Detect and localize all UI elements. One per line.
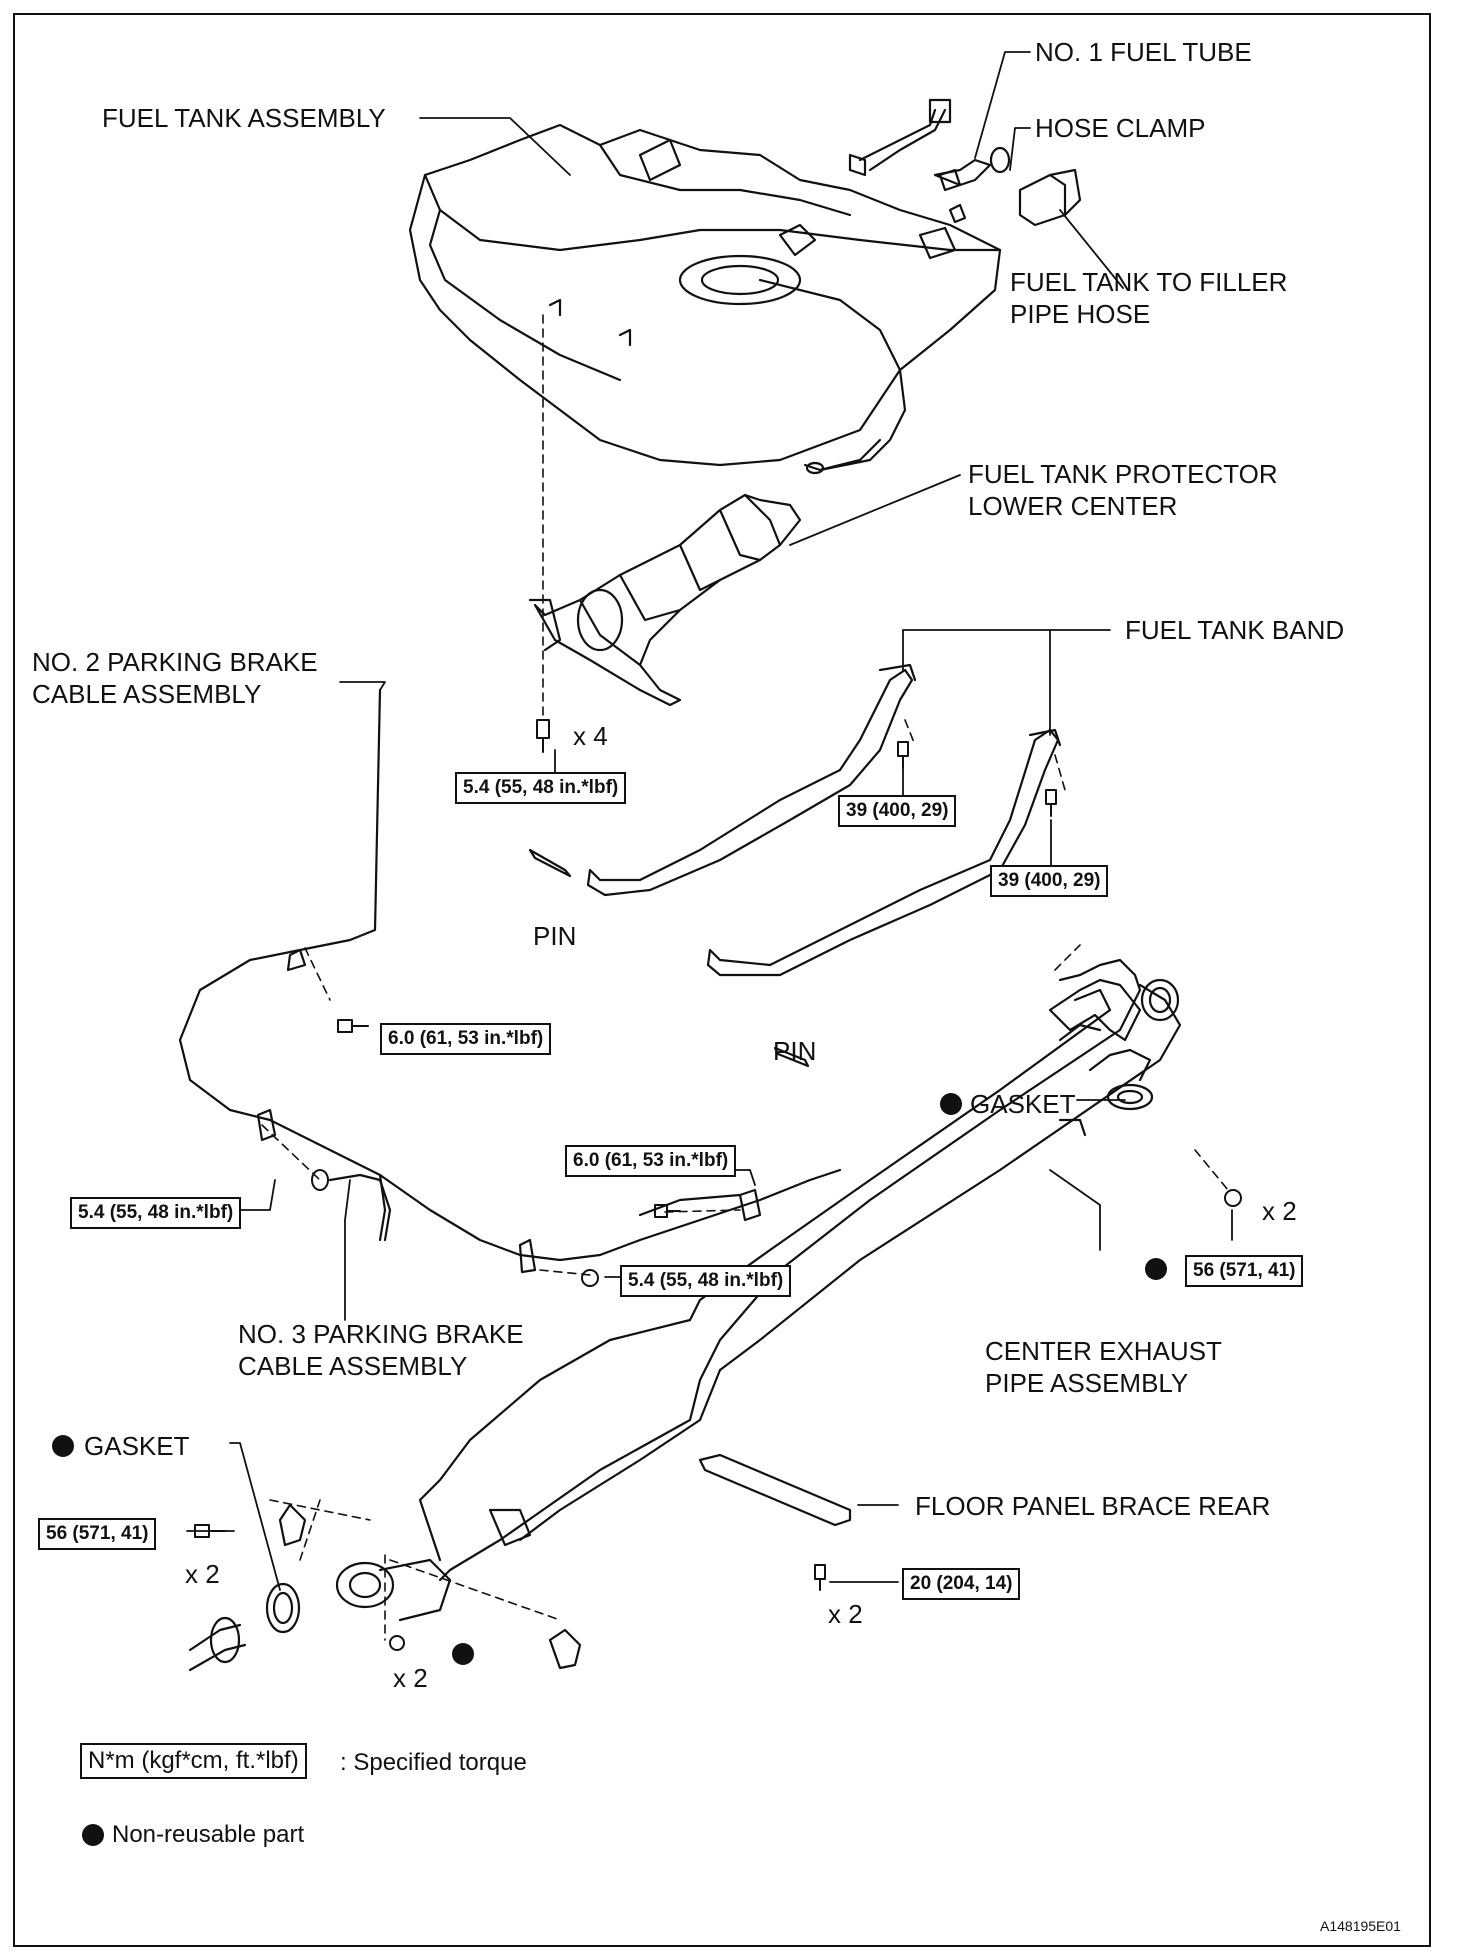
label-filler-hose-line2: PIPE HOSE [1010,299,1151,329]
label-qty-x2-exhaust: x 2 [1262,1196,1297,1226]
label-fuel-tank-assembly: FUEL TANK ASSEMBLY [102,103,386,133]
torque-exhaust-rear: 56 (571, 41) [38,1518,157,1550]
fuel-tank-drawing [408,98,1002,475]
nonreusable-dot-nut-rear [452,1643,474,1665]
torque-exhaust-front: 56 (571, 41) [1185,1255,1304,1287]
torque-no3-cable-upper: 6.0 (61, 53 in.*lbf) [565,1145,737,1177]
label-gasket-lower: GASKET [84,1431,190,1461]
floor-brace-drawing [698,1453,852,1527]
torque-cable-lower: 5.4 (55, 48 in.*lbf) [620,1265,792,1297]
nonreusable-dot-nut-front [1145,1258,1167,1280]
legend-torque-text: : Specified torque [340,1749,527,1776]
protector-drawing [528,493,802,707]
legend-nonreusable-dot [82,1824,104,1846]
torque-no2-cable: 6.0 (61, 53 in.*lbf) [380,1023,552,1055]
torque-band-2: 39 (400, 29) [990,865,1109,897]
fuel-tank-band-drawing [528,663,1062,1068]
label-no3-cable-line2: CABLE ASSEMBLY [238,1351,468,1381]
label-no1-fuel-tube: NO. 1 FUEL TUBE [1035,37,1252,67]
label-floor-brace: FLOOR PANEL BRACE REAR [915,1491,1271,1521]
figure-code: A148195E01 [1320,1918,1401,1934]
label-exhaust-line2: PIPE ASSEMBLY [985,1368,1189,1398]
torque-protector: 5.4 (55, 48 in.*lbf) [455,772,627,804]
label-filler-hose-line1: FUEL TANK TO FILLER [1010,267,1288,297]
legend-torque-unit: N*m (kgf*cm, ft.*lbf) [80,1743,307,1779]
label-qty-x2-rear-bolt: x 2 [185,1559,220,1589]
label-qty-x4: x 4 [573,721,608,751]
label-no2-cable-line2: CABLE ASSEMBLY [32,679,262,709]
label-no2-cable-line1: NO. 2 PARKING BRAKE [32,647,318,677]
torque-floor-brace: 20 (204, 14) [902,1568,1021,1600]
exhaust-pipe-drawing [188,958,1182,1672]
label-gasket-upper: GASKET [970,1089,1076,1119]
label-fuel-tank-band: FUEL TANK BAND [1125,615,1345,645]
label-protector-line1: FUEL TANK PROTECTOR [968,459,1278,489]
nonreusable-dot-gasket-upper [940,1093,962,1115]
label-pin-2: PIN [773,1036,817,1066]
label-qty-x2-rear-nut: x 2 [393,1663,428,1693]
label-exhaust-line1: CENTER EXHAUST [985,1336,1222,1366]
label-no3-cable-line1: NO. 3 PARKING BRAKE [238,1319,524,1349]
label-protector-line2: LOWER CENTER [968,491,1178,521]
label-hose-clamp: HOSE CLAMP [1035,113,1206,143]
label-pin-1: PIN [533,921,577,951]
label-qty-x2-brace: x 2 [828,1599,863,1629]
torque-band-1: 39 (400, 29) [838,795,957,827]
torque-cable-left: 5.4 (55, 48 in.*lbf) [70,1197,242,1229]
nonreusable-dot-gasket-lower [52,1435,74,1457]
parking-brake-cable-drawing [178,688,842,1274]
legend-nonreusable-text: Non-reusable part [112,1821,305,1848]
